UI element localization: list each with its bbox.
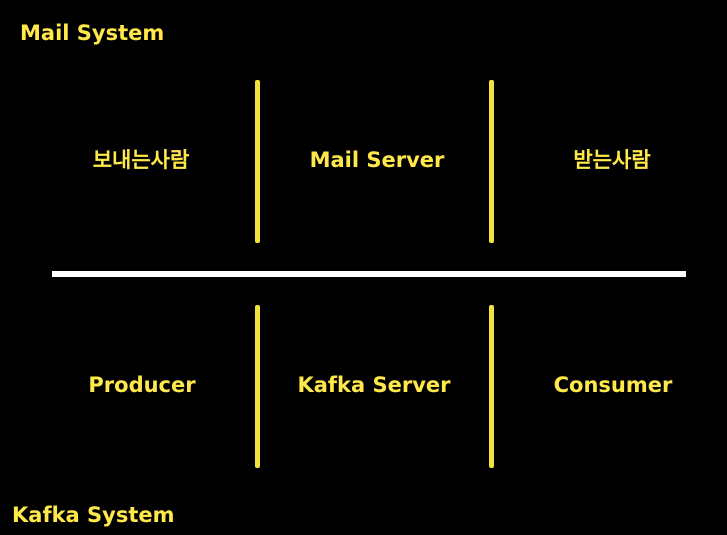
kafka-divider-right	[489, 305, 494, 468]
mail-system-title: Mail System	[20, 21, 165, 45]
system-separator-line	[52, 271, 686, 277]
kafka-divider-left	[255, 305, 260, 468]
kafka-server-label: Kafka Server	[297, 373, 451, 397]
mail-divider-left	[255, 80, 260, 243]
kafka-producer-label: Producer	[88, 373, 196, 397]
kafka-system-title: Kafka System	[12, 503, 175, 527]
mail-receiver-label: 받는사람	[573, 148, 651, 172]
kafka-consumer-label: Consumer	[553, 373, 673, 397]
mail-divider-right	[489, 80, 494, 243]
mail-server-label: Mail Server	[309, 148, 445, 172]
mail-sender-label: 보내는사람	[92, 148, 190, 172]
